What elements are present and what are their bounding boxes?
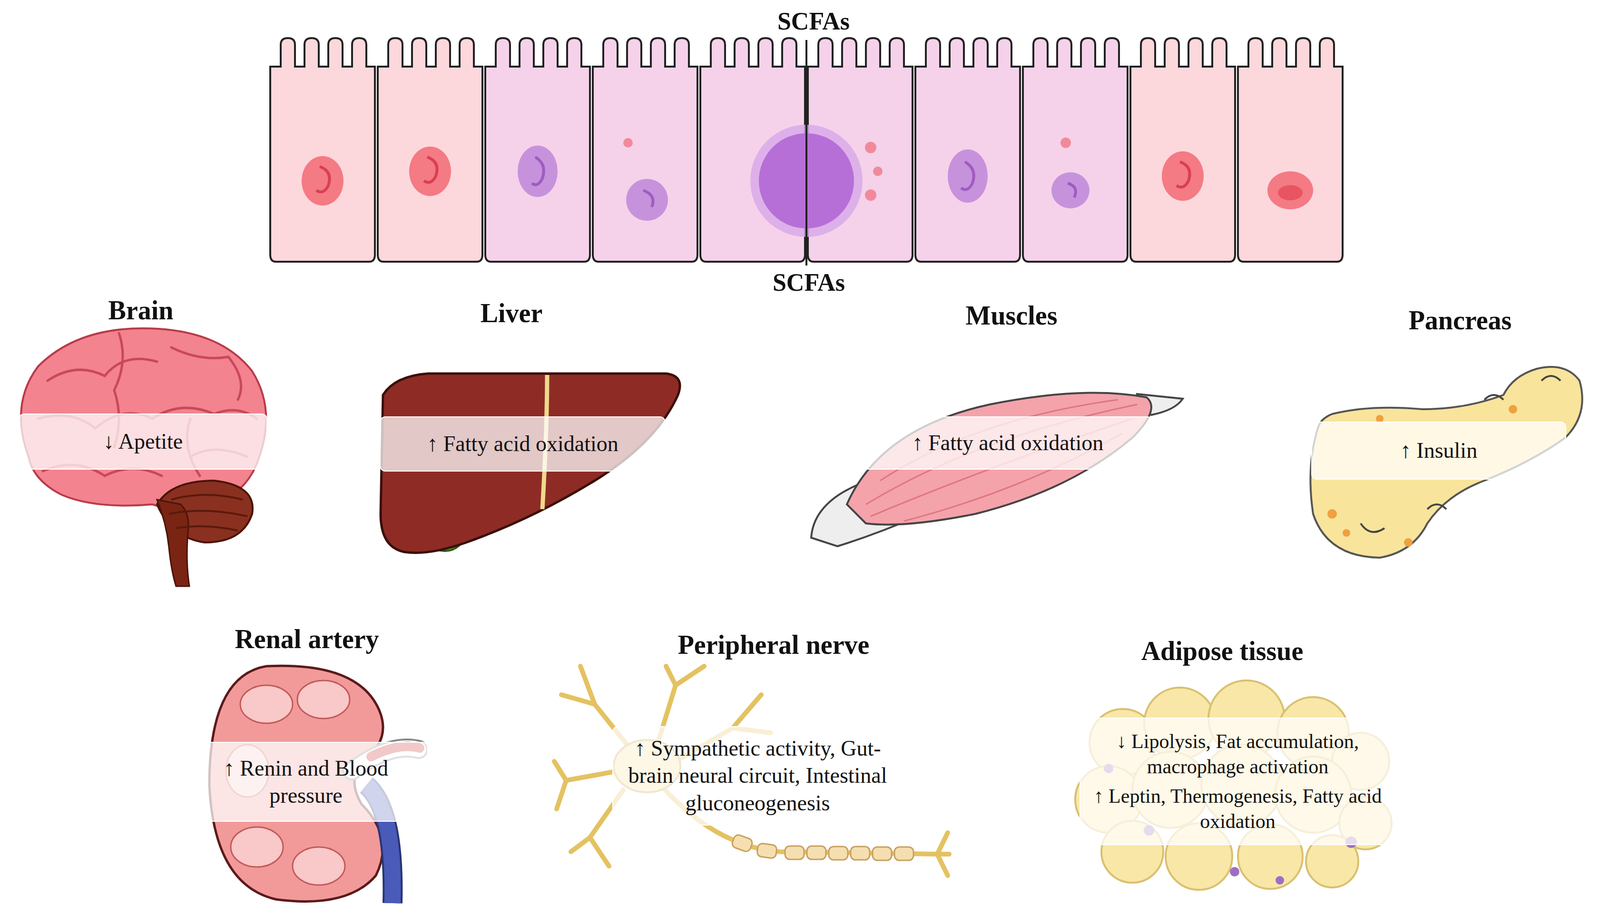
molecule-label: SCFAs: [772, 268, 845, 297]
effect-text: ↑ Renin and Blood pressure: [195, 754, 417, 810]
pancreas-illustration: [1310, 366, 1582, 558]
muscle-illustration: [811, 392, 1183, 547]
effect-band: Muscles↑ Fatty acid oxidation: [862, 416, 1154, 470]
scfa-line: [805, 39, 808, 266]
organ-heading: Liver: [480, 297, 543, 329]
effect-text: ↑ Insulin: [1400, 436, 1478, 465]
effect-text: ↑ Fatty acid oxidation: [426, 430, 619, 458]
organ-heading: Renal artery: [234, 623, 379, 655]
effect-text: ↑ Sympathetic activity, Gut- brain neura…: [623, 734, 892, 817]
organ-heading: Pancreas: [1408, 304, 1512, 336]
effect-text: ↓ Lipolysis, Fat accumulation, macrophag…: [1090, 728, 1385, 779]
effect-text: ↑ Leptin, Thermogenesis, Fatty acid oxid…: [1090, 783, 1385, 834]
effect-band: Peripheral nerve↑ Sympathetic activity, …: [612, 726, 904, 826]
effect-band: Pancreas↑ Insulin: [1311, 421, 1567, 480]
organ-heading: Brain: [108, 294, 174, 326]
neuron-illustration: [554, 666, 950, 876]
adipose-illustration: [1075, 680, 1392, 890]
effect-text: ↓ Apetite: [103, 427, 183, 456]
effect-band: Brain↓ Apetite: [18, 413, 268, 470]
organ-heading: Muscles: [965, 300, 1058, 331]
effect-band: Renal artery↑ Renin and Blood pressure: [183, 741, 429, 822]
organ-heading: Adipose tissue: [1141, 635, 1304, 667]
effect-band: Liver↑ Fatty acid oxidation: [379, 416, 666, 472]
effect-band: Adipose tissue↓ Lipolysis, Fat accumulat…: [1079, 717, 1396, 845]
molecule-label: SCFAs: [777, 7, 850, 36]
effect-text: ↑ Fatty acid oxidation: [912, 429, 1104, 457]
epithelium: [270, 38, 1343, 266]
organ-heading: Peripheral nerve: [677, 629, 870, 660]
